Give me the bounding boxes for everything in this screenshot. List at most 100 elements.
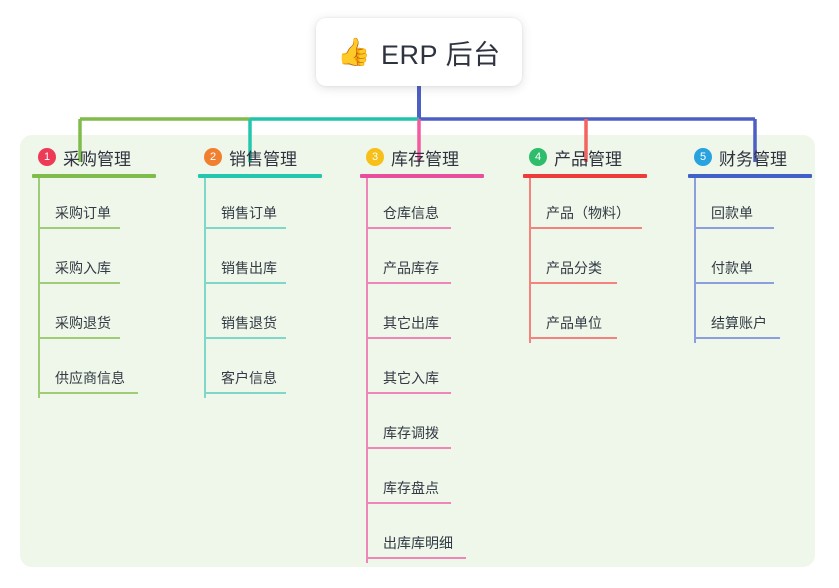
branch-spine-3: [366, 178, 368, 563]
branch-item-label: 产品单位: [546, 315, 602, 331]
branch-header-2[interactable]: 2 销售管理: [186, 145, 322, 169]
branch-item[interactable]: 客户信息: [186, 343, 322, 398]
branch-item-rule: [204, 392, 286, 394]
branch-item-list-1: 采购订单采购入库采购退货供应商信息: [20, 178, 156, 398]
branch-column-5: 5 财务管理回款单付款单结算账户: [676, 145, 812, 343]
branch-item-label: 库存调拨: [383, 425, 439, 441]
branch-item[interactable]: 产品分类: [511, 233, 647, 288]
branch-item-rule: [366, 502, 451, 504]
branch-item-label: 供应商信息: [55, 370, 125, 386]
branch-item[interactable]: 其它入库: [348, 343, 484, 398]
branch-item-label: 采购入库: [55, 260, 111, 276]
branch-item-label: 回款单: [711, 205, 753, 221]
branch-item-list-3: 仓库信息产品库存其它出库其它入库库存调拨库存盘点出库库明细: [348, 178, 484, 563]
branch-item-label: 客户信息: [221, 370, 277, 386]
branch-header-5[interactable]: 5 财务管理: [676, 145, 812, 169]
branch-item[interactable]: 产品（物料）: [511, 178, 647, 233]
branch-item-rule: [694, 282, 774, 284]
branch-header-rule-2: [198, 174, 322, 178]
branch-title-5: 财务管理: [719, 149, 787, 169]
branch-title-1: 采购管理: [63, 149, 131, 169]
branch-item-rule: [529, 282, 617, 284]
branch-item-rule: [366, 557, 466, 559]
root-node[interactable]: 👍 ERP 后台: [316, 18, 522, 86]
branch-badge-2: 2: [204, 148, 222, 166]
branch-item-list-2: 销售订单销售出库销售退货客户信息: [186, 178, 322, 398]
branch-item-rule: [204, 337, 286, 339]
branch-item-rule: [366, 227, 451, 229]
branch-item[interactable]: 出库库明细: [348, 508, 484, 563]
branch-item-rule: [529, 337, 617, 339]
branch-item-rule: [694, 227, 774, 229]
branch-item-rule: [529, 227, 642, 229]
branch-header-rule-1: [32, 174, 156, 178]
branch-item[interactable]: 采购退货: [20, 288, 156, 343]
branch-header-rule-3: [360, 174, 484, 178]
branch-item-label: 结算账户: [711, 315, 767, 331]
branch-column-1: 1 采购管理采购订单采购入库采购退货供应商信息: [20, 145, 156, 398]
branch-badge-5: 5: [694, 148, 712, 166]
branch-item[interactable]: 销售订单: [186, 178, 322, 233]
branch-header-1[interactable]: 1 采购管理: [20, 145, 156, 169]
branch-item-list-4: 产品（物料） 产品分类产品单位: [511, 178, 647, 343]
diagram-panel: [20, 135, 815, 567]
branch-item-label: 产品库存: [383, 260, 439, 276]
branch-item-label: 出库库明细: [383, 535, 453, 551]
branch-item[interactable]: 付款单: [676, 233, 812, 288]
branch-item-label: 其它入库: [383, 370, 439, 386]
branch-item-rule: [366, 337, 451, 339]
branch-item-rule: [204, 282, 286, 284]
branch-item-label: 仓库信息: [383, 205, 439, 221]
branch-item[interactable]: 销售退货: [186, 288, 322, 343]
branch-item-rule: [38, 282, 120, 284]
thumbs-up-icon: 👍: [337, 36, 372, 67]
branch-title-4: 产品管理: [554, 149, 622, 169]
branch-item-rule: [38, 227, 120, 229]
branch-item-label: 库存盘点: [383, 480, 439, 496]
branch-badge-4: 4: [529, 148, 547, 166]
branch-item-label: 采购退货: [55, 315, 111, 331]
branch-item-rule: [694, 337, 780, 339]
branch-item-rule: [38, 392, 138, 394]
branch-item-label: 销售退货: [221, 315, 277, 331]
branch-badge-1: 1: [38, 148, 56, 166]
branch-item[interactable]: 产品单位: [511, 288, 647, 343]
branch-item[interactable]: 仓库信息: [348, 178, 484, 233]
branch-title-3: 库存管理: [391, 149, 459, 169]
root-title: ERP 后台: [381, 39, 501, 70]
branch-item-label: 产品分类: [546, 260, 602, 276]
branch-spine-5: [694, 178, 696, 343]
branch-header-4[interactable]: 4 产品管理: [511, 145, 647, 169]
branch-item[interactable]: 结算账户: [676, 288, 812, 343]
branch-item-rule: [366, 392, 451, 394]
branch-header-rule-4: [523, 174, 647, 178]
branch-title-2: 销售管理: [229, 149, 297, 169]
branch-item-list-5: 回款单付款单结算账户: [676, 178, 812, 343]
branch-item-rule: [366, 447, 451, 449]
branch-item[interactable]: 库存调拨: [348, 398, 484, 453]
branch-column-4: 4 产品管理产品（物料） 产品分类产品单位: [511, 145, 647, 343]
branch-header-rule-5: [688, 174, 812, 178]
branch-item[interactable]: 产品库存: [348, 233, 484, 288]
branch-item[interactable]: 采购订单: [20, 178, 156, 233]
branch-item-label: 产品（物料）: [546, 205, 630, 221]
branch-item[interactable]: 其它出库: [348, 288, 484, 343]
branch-item-label: 销售订单: [221, 205, 277, 221]
branch-item-label: 其它出库: [383, 315, 439, 331]
branch-item-label: 采购订单: [55, 205, 111, 221]
branch-item[interactable]: 销售出库: [186, 233, 322, 288]
branch-item-rule: [38, 337, 120, 339]
branch-item-label: 销售出库: [221, 260, 277, 276]
branch-item[interactable]: 供应商信息: [20, 343, 156, 398]
branch-item-label: 付款单: [711, 260, 753, 276]
branch-spine-4: [529, 178, 531, 343]
branch-item-rule: [204, 227, 286, 229]
branch-spine-2: [204, 178, 206, 398]
branch-item[interactable]: 库存盘点: [348, 453, 484, 508]
branch-column-2: 2 销售管理销售订单销售出库销售退货客户信息: [186, 145, 322, 398]
branch-item[interactable]: 回款单: [676, 178, 812, 233]
branch-item[interactable]: 采购入库: [20, 233, 156, 288]
